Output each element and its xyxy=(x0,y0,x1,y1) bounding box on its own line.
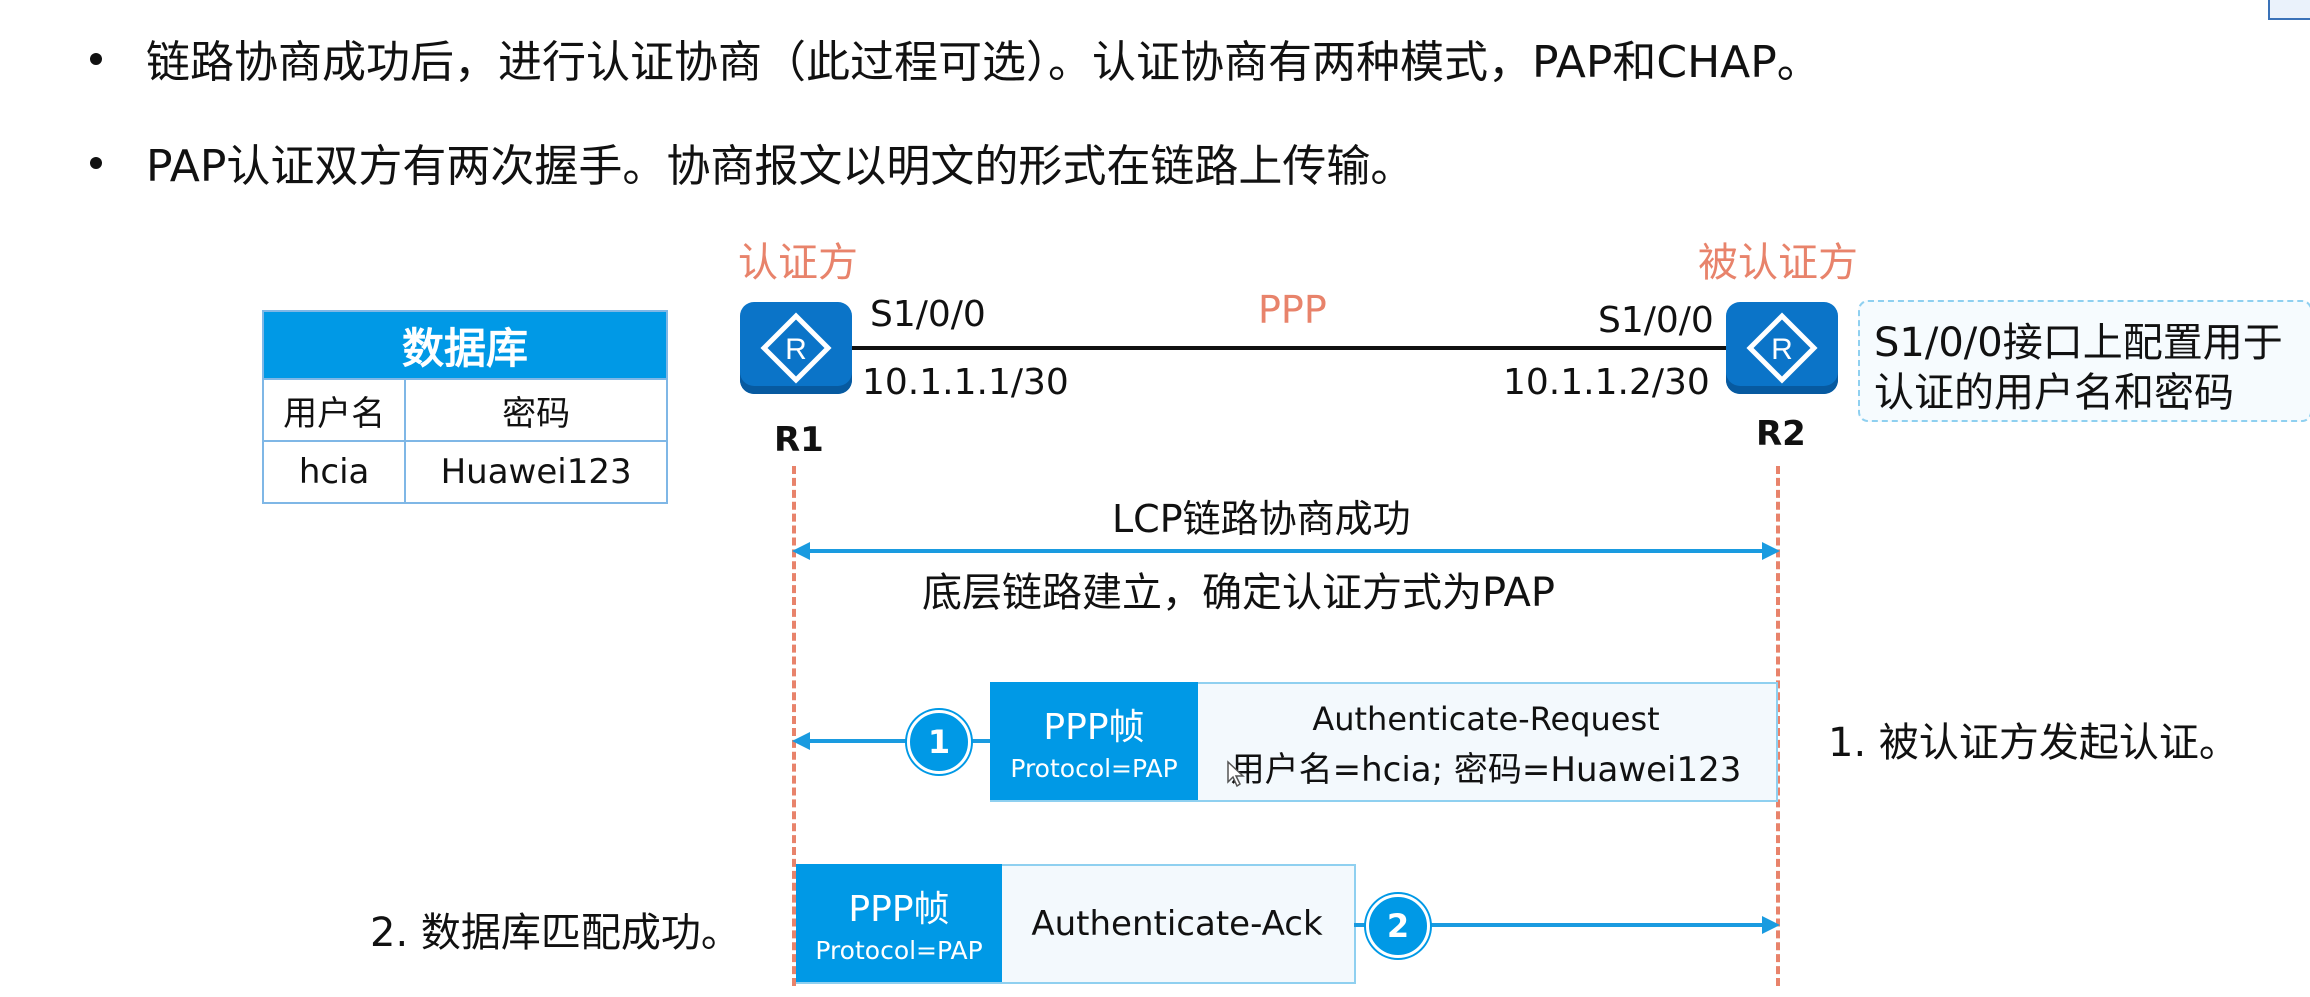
r1-lifeline xyxy=(792,466,796,986)
msg2-frame-header: PPP帧 Protocol=PAP xyxy=(796,864,1002,982)
svg-text:R: R xyxy=(1771,333,1793,366)
note-line-1: S1/0/0接口上配置用于 xyxy=(1874,320,2283,366)
r1-ip: 10.1.1.1/30 xyxy=(862,362,1069,403)
msg1-type: Authenticate-Request xyxy=(1312,700,1660,738)
msg1-frame-header: PPP帧 Protocol=PAP xyxy=(990,682,1198,800)
db-header-password: 密码 xyxy=(404,378,668,442)
bullet-1: 链路协商成功后，进行认证协商（此过程可选）。认证协商有两种模式，PAP和CHAP… xyxy=(90,26,1821,90)
link-label: PPP xyxy=(1258,288,1327,332)
router-icon: R xyxy=(740,302,852,394)
r1-name: R1 xyxy=(774,420,824,460)
lcp-bottom-label: 底层链路建立，确定认证方式为PAP xyxy=(922,570,1556,616)
db-cell-password: Huawei123 xyxy=(404,440,668,504)
bullet-dot xyxy=(90,157,102,169)
msg2-type: Authenticate-Ack xyxy=(1031,904,1323,944)
svg-text:R: R xyxy=(785,333,807,366)
ppp-link-line xyxy=(850,346,1730,350)
step-2-label: 2. 数据库匹配成功。 xyxy=(370,910,741,956)
r2-lifeline xyxy=(1776,466,1780,986)
lcp-arrow xyxy=(792,542,1780,560)
lcp-top-label: LCP链路协商成功 xyxy=(1112,497,1411,541)
corner-button[interactable] xyxy=(2268,0,2310,20)
r2-ip: 10.1.1.2/30 xyxy=(1503,362,1710,403)
bullet-2: PAP认证双方有两次握手。协商报文以明文的形式在链路上传输。 xyxy=(90,130,1414,194)
msg1-badge: 1 xyxy=(907,710,971,774)
db-header-username: 用户名 xyxy=(261,378,407,442)
msg1-credentials: 用户名=hcia; 密码=Huawei123 xyxy=(1230,750,1742,790)
router-icon: R xyxy=(1726,302,1838,394)
database-table: 数据库 用户名 密码 hcia Huawei123 xyxy=(261,310,668,504)
bullet-dot xyxy=(90,53,102,65)
msg2-badge: 2 xyxy=(1366,894,1430,958)
db-cell-username: hcia xyxy=(261,440,407,504)
step-1-label: 1. 被认证方发起认证。 xyxy=(1828,720,2239,766)
database-title: 数据库 xyxy=(262,310,668,380)
note-line-2: 认证的用户名和密码 xyxy=(1874,370,2234,416)
r2-interface: S1/0/0 xyxy=(1598,300,1714,341)
r2-name: R2 xyxy=(1756,414,1806,454)
role-authenticatee: 被认证方 xyxy=(1698,240,1858,286)
cursor-icon xyxy=(1227,760,1245,788)
config-note: S1/0/0接口上配置用于 认证的用户名和密码 xyxy=(1858,300,2310,422)
role-authenticator: 认证方 xyxy=(738,240,858,286)
r1-interface: S1/0/0 xyxy=(870,294,986,335)
